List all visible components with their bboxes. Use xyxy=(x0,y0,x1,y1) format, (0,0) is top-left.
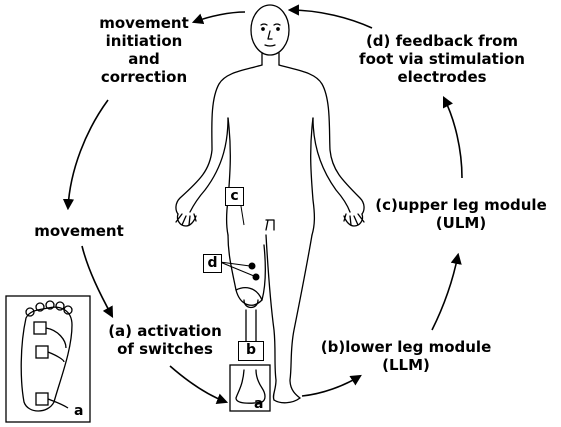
socket-bottom xyxy=(243,299,259,309)
head-outline xyxy=(250,4,290,56)
activation-of-switches-label: (a) activation of switches xyxy=(108,322,222,358)
prosthetic-foot xyxy=(235,369,266,404)
marker-b: b xyxy=(238,341,264,361)
electrode-leader-lines xyxy=(219,261,255,277)
arms-inner xyxy=(189,117,351,213)
right-eye xyxy=(276,27,280,31)
arrow-to-movement xyxy=(62,99,109,211)
movement-initiation-label: movement initiation and correction xyxy=(99,14,189,86)
torso-sides xyxy=(225,117,316,236)
toe-3 xyxy=(45,300,55,310)
switch-wires xyxy=(45,327,69,409)
switch-square-3 xyxy=(35,392,49,406)
eyebrows xyxy=(260,23,281,26)
arrow-to-upper-leg xyxy=(431,252,462,331)
marker-c: c xyxy=(225,187,244,206)
feedback-label: (d) feedback from foot via stimulation e… xyxy=(359,32,525,86)
right-foot xyxy=(273,397,301,404)
upper-leg-module-label: (c)upper leg module (ULM) xyxy=(375,196,547,232)
switch-square-1 xyxy=(33,321,47,335)
toe-1 xyxy=(25,307,35,317)
marker-d: d xyxy=(203,254,222,273)
foot-inset xyxy=(5,295,91,423)
inset-frame xyxy=(5,295,91,423)
arrow-to-foot xyxy=(169,365,229,405)
switch-square-2 xyxy=(35,345,49,359)
nose xyxy=(267,30,273,40)
marker-a-inset: a xyxy=(74,403,84,419)
marker-a-foot: a xyxy=(254,396,264,412)
foot-switch-box xyxy=(229,364,271,412)
arrow-to-feedback xyxy=(442,95,463,179)
toe-5 xyxy=(63,305,73,315)
electrode-dot-2 xyxy=(252,273,260,281)
arrow-to-movement-initiation xyxy=(191,11,246,25)
socket-line xyxy=(235,287,263,301)
left-eye xyxy=(261,27,265,31)
toe-4 xyxy=(55,301,65,311)
mouth xyxy=(264,44,276,47)
movement-label: movement xyxy=(34,222,124,240)
right-leg xyxy=(265,234,313,401)
neck xyxy=(261,52,280,66)
cycle-arrows xyxy=(62,4,463,405)
crotch-marker xyxy=(265,219,275,231)
electrode-dot-1 xyxy=(248,262,256,270)
arrow-to-lower-leg xyxy=(301,374,362,397)
human-figure xyxy=(175,4,365,404)
left-hand xyxy=(175,213,197,227)
shoulders-arms-outer xyxy=(175,64,365,215)
arrow-to-head xyxy=(287,4,373,29)
residual-limb xyxy=(227,234,266,306)
prosthetic-pylon xyxy=(245,309,257,346)
lower-leg-module-label: (b)lower leg module (LLM) xyxy=(320,338,492,374)
right-hand xyxy=(343,213,365,227)
arrow-to-activation xyxy=(81,245,114,318)
toe-2 xyxy=(35,302,45,312)
